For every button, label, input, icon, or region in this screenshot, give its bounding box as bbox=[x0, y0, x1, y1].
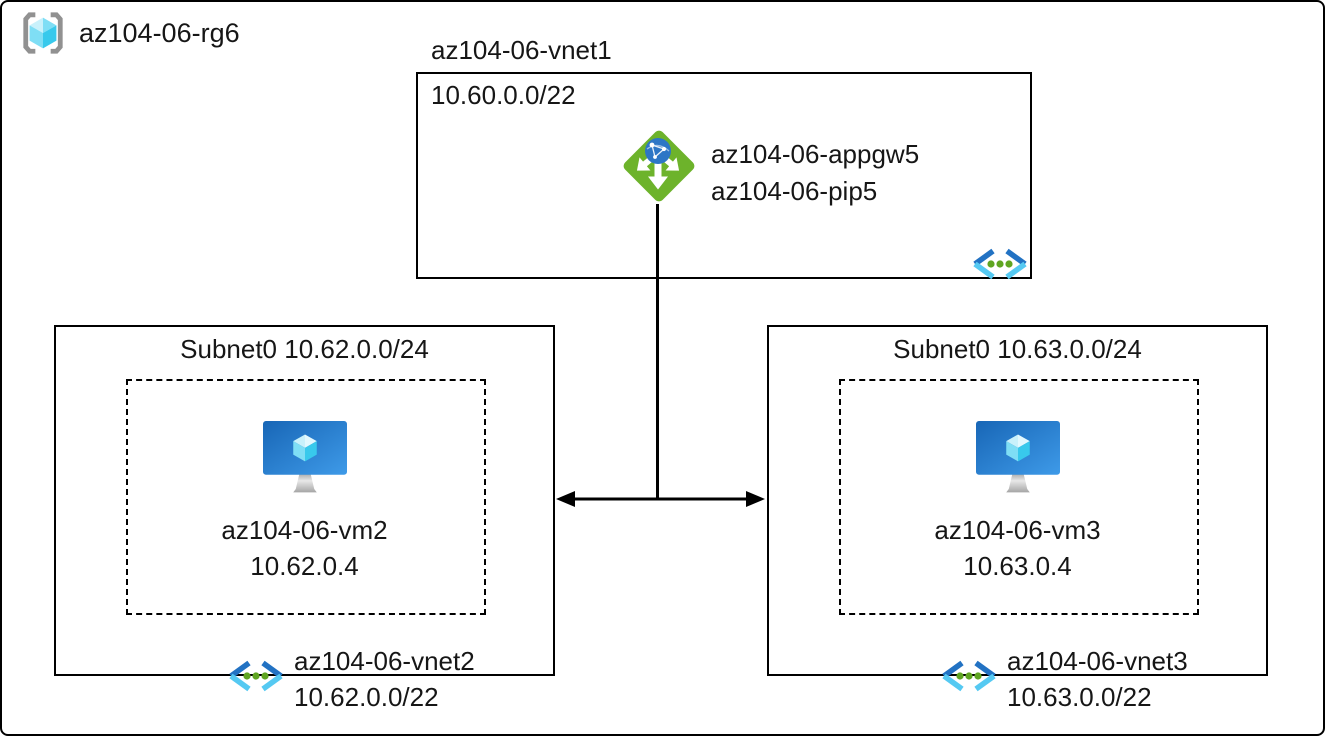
vm3-name: az104-06-vm3 bbox=[934, 515, 1101, 545]
vm2-labels: az104-06-vm2 10.62.0.4 bbox=[56, 512, 553, 584]
vnet2-subnet-dashed-box bbox=[126, 379, 486, 615]
peering-arrow-right-head bbox=[746, 491, 765, 507]
vnet2-cidr: 10.62.0.0/22 bbox=[294, 682, 439, 712]
vnet1-badge bbox=[970, 248, 1030, 280]
vnet1-cidr: 10.60.0.0/22 bbox=[431, 80, 576, 110]
vm2-name: az104-06-vm2 bbox=[221, 515, 388, 545]
vnet2-box: Subnet0 10.62.0.0/24 az10 bbox=[54, 325, 555, 712]
virtual-network-icon bbox=[229, 660, 283, 692]
vnet3-subnet-dashed-box bbox=[839, 379, 1199, 615]
appgw-labels: az104-06-appgw5 az104-06-pip5 bbox=[711, 136, 919, 210]
vnet1-box: 10.60.0.0/22 bbox=[416, 72, 1032, 280]
peering-arrow-left-head bbox=[556, 491, 575, 507]
vnet2-name-labels: az104-06-vnet2 10.62.0.0/22 bbox=[294, 643, 475, 715]
pip-name: az104-06-pip5 bbox=[711, 176, 878, 206]
vnet2-name: az104-06-vnet2 bbox=[294, 646, 475, 676]
virtual-network-icon bbox=[942, 660, 996, 692]
virtual-machine-icon bbox=[262, 421, 347, 493]
virtual-machine-icon bbox=[975, 421, 1060, 493]
vnet3-subnet-label: Subnet0 10.63.0.0/24 bbox=[893, 334, 1142, 364]
vnet3-badge bbox=[939, 660, 999, 692]
vnet3-box: Subnet0 10.63.0.0/24 az104-06-vm3 10.63.… bbox=[767, 325, 1268, 712]
vm3-labels: az104-06-vm3 10.63.0.4 bbox=[769, 512, 1266, 584]
vm3-ip: 10.63.0.4 bbox=[963, 551, 1072, 581]
vnet3-name-labels: az104-06-vnet3 10.63.0.0/22 bbox=[1007, 643, 1188, 715]
vnet2-subnet-label: Subnet0 10.62.0.0/24 bbox=[180, 334, 429, 364]
vnet3-cidr: 10.63.0.0/22 bbox=[1007, 682, 1152, 712]
resource-group-icon bbox=[23, 12, 63, 54]
vnet3-name: az104-06-vnet3 bbox=[1007, 646, 1188, 676]
vm2-ip: 10.62.0.4 bbox=[250, 551, 359, 581]
vnet1-title: az104-06-vnet1 bbox=[431, 35, 612, 65]
appgw-name: az104-06-appgw5 bbox=[711, 139, 920, 169]
virtual-network-icon bbox=[973, 248, 1027, 280]
vnet2-badge bbox=[226, 660, 286, 692]
application-gateway-icon bbox=[623, 130, 695, 202]
resource-group-label: az104-06-rg6 bbox=[79, 17, 240, 48]
resource-group-badge: az104-06-rg6 bbox=[20, 10, 240, 56]
